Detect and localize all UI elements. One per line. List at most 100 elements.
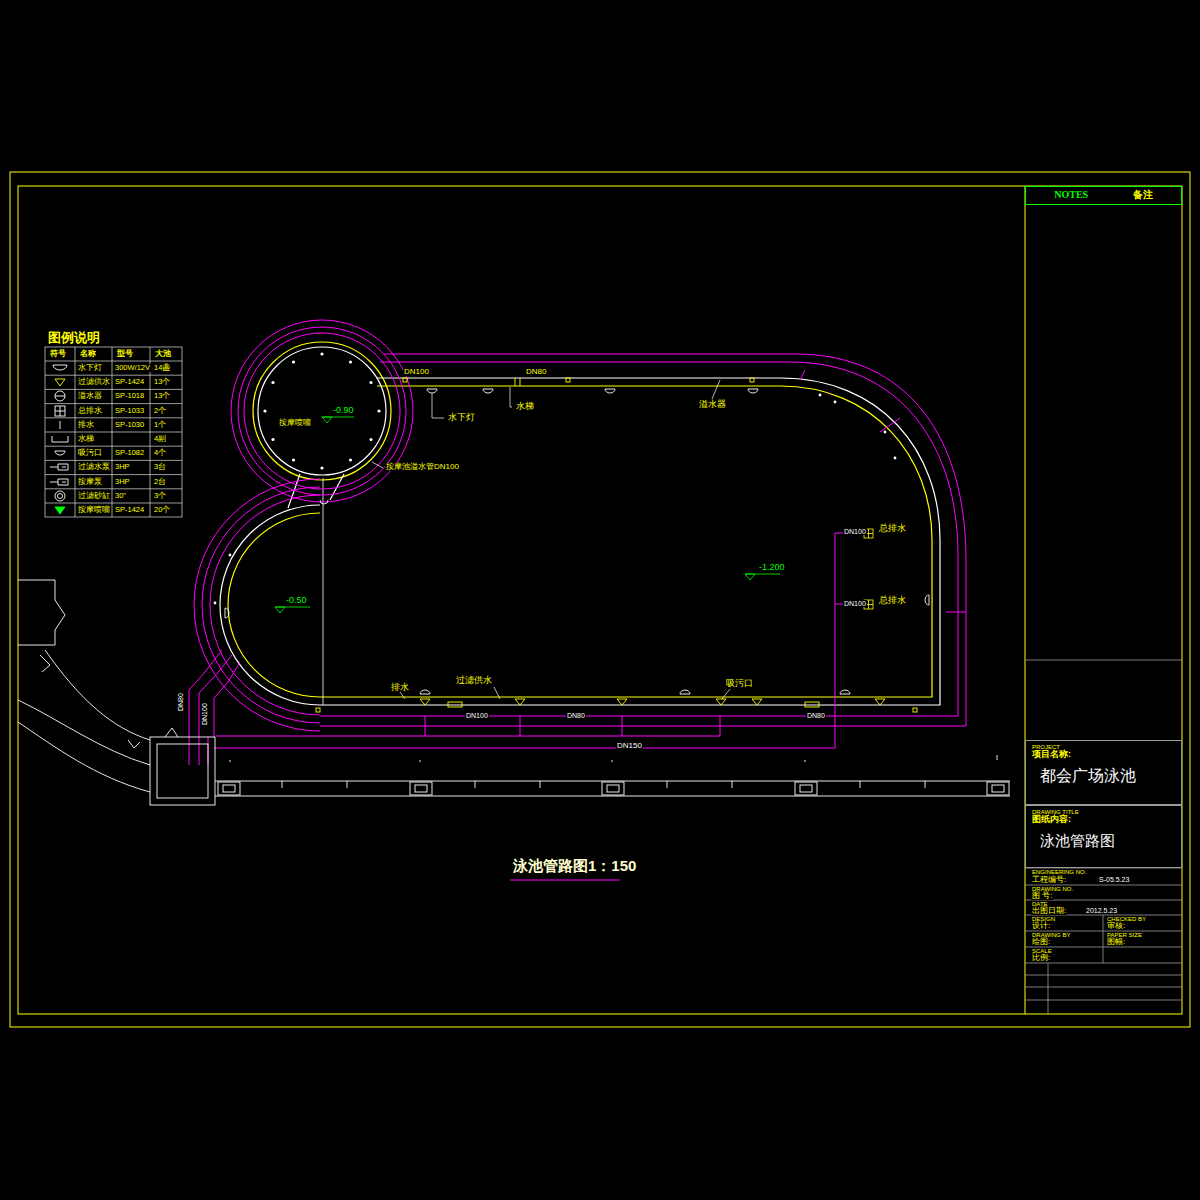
legend-table-grid-part (45, 375, 182, 376)
legend-table-grid-part (45, 389, 182, 390)
callout-label: 过滤供水 (455, 676, 493, 685)
pool-fittings-part-part (520, 378, 521, 386)
pool-fittings-part-part (214, 602, 217, 605)
field-label-en: ENGINEERING NO. (1031, 869, 1087, 875)
callout-label: 按摩喷嘴 (278, 419, 312, 427)
elevation-markers-part (322, 417, 354, 423)
sheet-frame-part (1025, 186, 1026, 1014)
legend-symbols-part (53, 365, 67, 370)
pool-fittings-part-part (819, 394, 822, 397)
pipe-network-part (210, 495, 320, 715)
elevation-markers (275, 417, 780, 613)
legend-table-grid (45, 347, 182, 517)
table-cell: 13个 (153, 392, 171, 400)
field-value: 2012.5.23 (1085, 907, 1118, 914)
notes-header-cell: NOTES备注 (1025, 186, 1182, 205)
legend-symbols-part (55, 396, 65, 397)
legend-table-grid-part (45, 417, 182, 418)
deck-and-walkway-part (602, 782, 624, 795)
pool-fittings-part (605, 389, 615, 393)
legend-symbols-part (55, 391, 65, 401)
main-drain-symbols (864, 529, 873, 609)
pool-outline-part (228, 386, 932, 697)
pipe-size: DN80 (525, 368, 547, 376)
pipe-size: DN100 (403, 368, 430, 376)
field-label: 工程编号: (1031, 876, 1067, 884)
field-label: 图纸内容: (1032, 815, 1071, 824)
deck-and-walkway-part (165, 728, 178, 737)
deck-and-walkway-part (18, 700, 150, 765)
table-cell: 4副 (153, 435, 167, 443)
deck-and-walkway (18, 580, 1010, 805)
callout-label: 总排水 (878, 596, 907, 605)
field-label: 图幅: (1106, 938, 1126, 946)
legend-symbols-part (58, 494, 63, 499)
deck-and-walkway-part (795, 782, 817, 795)
elevation-label: -0.50 (285, 596, 308, 605)
legend-table-grid-part (45, 432, 182, 433)
table-cell: SP-1018 (114, 392, 145, 400)
pipe-size: DN100 (843, 528, 867, 535)
pipe-network (189, 320, 966, 765)
legend-table-grid-part (45, 347, 182, 517)
deck-and-walkway-part (282, 781, 925, 788)
legend-table-grid-part (45, 446, 182, 447)
table-header: 符号 (49, 350, 67, 358)
table-cell: 3HP (114, 478, 131, 486)
elevation-markers-part (275, 607, 310, 613)
pool-fittings-part (680, 690, 690, 694)
pipe-network-part (189, 650, 222, 737)
legend-symbols-part (55, 379, 65, 386)
pool-fittings-part (748, 389, 758, 393)
leader-lines-part (712, 380, 720, 399)
leader-lines-part (432, 393, 444, 418)
table-cell: 1个 (153, 421, 167, 429)
pool-outline-part (258, 347, 386, 475)
pool-fittings-part-part (913, 708, 917, 712)
pipe-network-part (244, 333, 400, 489)
elevation-markers-part (745, 574, 780, 580)
pipe-network-part (800, 370, 966, 612)
callout-label: 吸污口 (725, 679, 754, 688)
pool-fittings-part-part (403, 378, 407, 382)
callout-label: 总排水 (878, 524, 907, 533)
table-cell: 3HP (114, 463, 131, 471)
pipe-network-part (202, 487, 320, 723)
table-cell: 3台 (153, 463, 167, 471)
pipe-size: DN100 (465, 712, 489, 719)
pool-fittings-part-part (369, 438, 372, 441)
legend-entry: 水梯 (77, 435, 95, 443)
table-cell: SP-1424 (114, 378, 145, 386)
legend-symbols-part (55, 406, 65, 416)
project-cell: PROJECT项目名称:都会广场泳池 (1025, 740, 1182, 805)
pool-fittings-part-part (369, 381, 372, 384)
deck-and-walkway-part (157, 744, 208, 798)
legend-table-grid-part (45, 488, 182, 489)
elevation-label: -1.200 (758, 563, 786, 572)
legend-entry: 吸污口 (77, 449, 103, 457)
pipe-network-part (231, 320, 413, 502)
pool-fittings-part-part (834, 401, 837, 404)
legend-table-grid-part (45, 361, 182, 362)
deck-and-walkway-part (800, 785, 812, 792)
pool-fittings-part-part (566, 378, 570, 382)
title-block-grid-part (1025, 1000, 1182, 1001)
legend-table-grid-part (112, 347, 113, 517)
table-header: 名称 (79, 350, 97, 358)
drawing-name: 泳池管路图 (1040, 833, 1115, 849)
pool-fittings-part-part (320, 466, 323, 469)
pool-fittings-part-part (617, 699, 627, 705)
deck-and-walkway-part (18, 722, 150, 792)
legend-entry: 过滤供水 (77, 378, 111, 386)
sheet-frame (10, 172, 1190, 1027)
legend-table-grid-part (150, 347, 151, 517)
pipe-size: DN100 (843, 600, 867, 607)
legend-table-grid-part (45, 503, 182, 504)
legend-entry: 总排水 (77, 407, 103, 415)
pool-fittings-part (483, 389, 493, 393)
legend-entry: 过滤砂缸 (77, 492, 111, 500)
table-cell: 13个 (153, 378, 171, 386)
deck-and-walkway-part (218, 782, 240, 795)
table-header: 型号 (116, 350, 134, 358)
